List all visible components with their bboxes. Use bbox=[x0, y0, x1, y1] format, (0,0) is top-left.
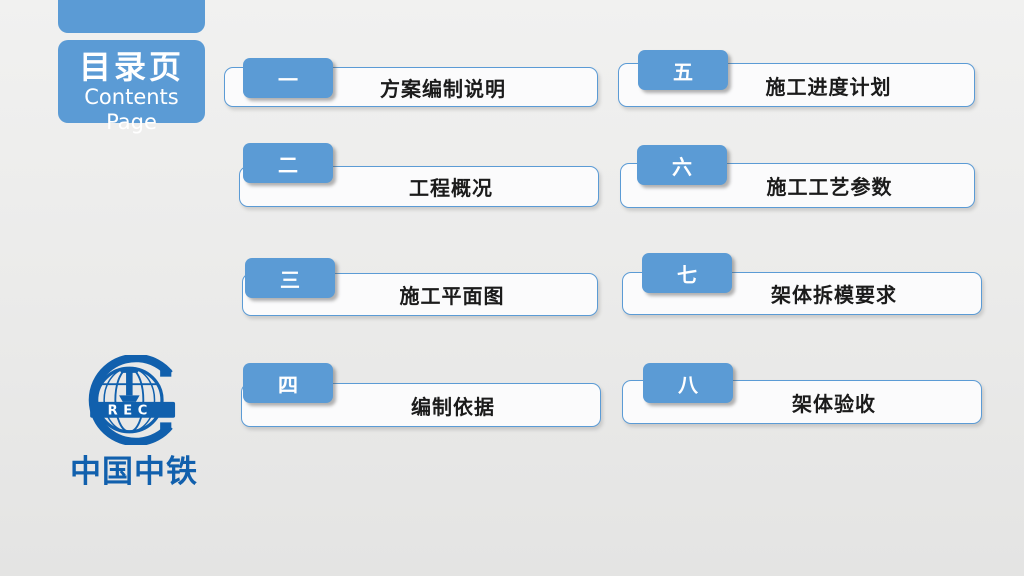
toc-item-6[interactable]: 施工工艺参数 六 bbox=[620, 145, 975, 208]
toc-item-7[interactable]: 架体拆模要求 七 bbox=[622, 253, 982, 315]
toc-item-number-badge: 六 bbox=[637, 145, 727, 185]
toc-item-title: 施工平面图 bbox=[399, 284, 505, 308]
page-title-block: 目录页 Contents Page bbox=[58, 40, 205, 134]
toc-item-number-badge: 二 bbox=[243, 143, 333, 183]
toc-item-number-badge: 八 bbox=[643, 363, 733, 403]
toc-item-title: 工程概况 bbox=[409, 176, 493, 200]
toc-item-number-badge: 七 bbox=[642, 253, 732, 293]
toc-item-box: 工程概况 bbox=[239, 166, 599, 207]
crec-globe-icon: REC bbox=[88, 355, 176, 445]
toc-item-title: 方案编制说明 bbox=[380, 76, 506, 101]
toc-item-title: 施工进度计划 bbox=[765, 74, 892, 99]
toc-item-5[interactable]: 施工进度计划 五 bbox=[618, 50, 975, 107]
toc-item-number-badge: 四 bbox=[243, 363, 333, 403]
toc-item-number-badge: 五 bbox=[638, 50, 728, 90]
toc-item-8[interactable]: 架体验收 八 bbox=[622, 363, 982, 424]
toc-item-2[interactable]: 工程概况 二 bbox=[239, 143, 599, 207]
company-name: 中国中铁 bbox=[70, 454, 198, 490]
page-title: 目录页 bbox=[78, 48, 184, 86]
crec-emblem-letters: REC bbox=[108, 403, 153, 418]
page-subtitle-line1: Contents bbox=[84, 85, 179, 109]
toc-item-box: 架体拆模要求 bbox=[622, 272, 982, 315]
toc-item-box: 编制依据 bbox=[241, 383, 601, 427]
toc-item-title: 施工工艺参数 bbox=[766, 175, 893, 199]
toc-item-title: 编制依据 bbox=[411, 394, 495, 419]
page-subtitle-line2: Page bbox=[106, 110, 157, 134]
toc-item-number-badge: 一 bbox=[243, 58, 333, 98]
toc-item-number-badge: 三 bbox=[245, 258, 335, 298]
header-top-strip bbox=[58, 0, 205, 33]
toc-item-title: 架体拆模要求 bbox=[771, 283, 897, 307]
toc-item-title: 架体验收 bbox=[792, 391, 876, 416]
toc-item-4[interactable]: 编制依据 四 bbox=[241, 363, 601, 427]
crec-logo: REC 中国中铁 bbox=[58, 355, 210, 491]
toc-item-3[interactable]: 施工平面图 三 bbox=[242, 258, 598, 316]
toc-item-1[interactable]: 方案编制说明 一 bbox=[224, 58, 598, 107]
